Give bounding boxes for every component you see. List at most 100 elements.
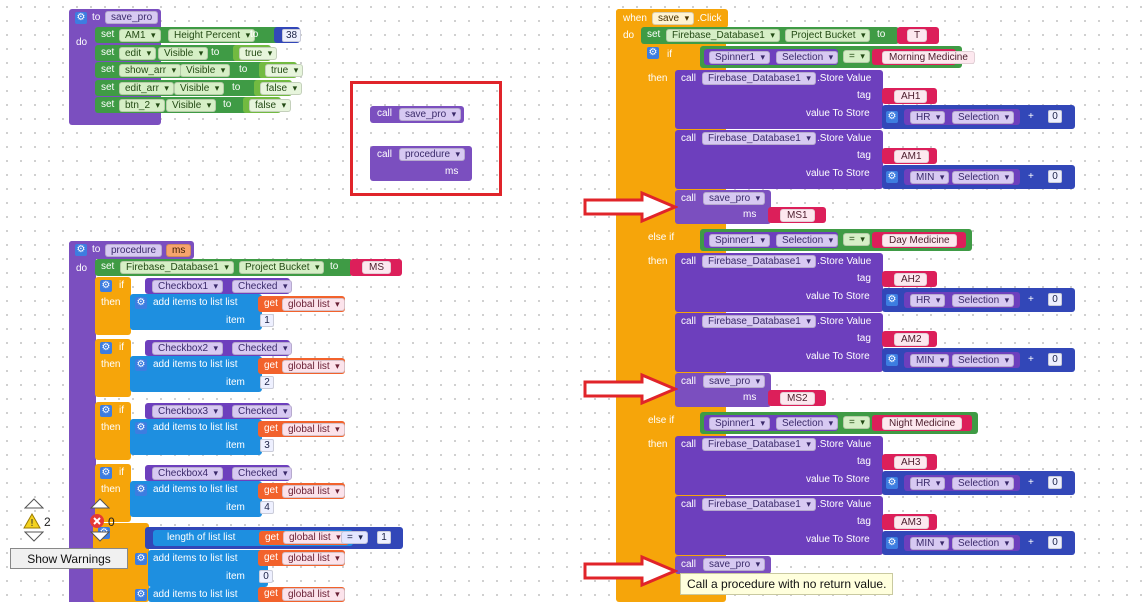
checkbox-checked-block[interactable]: Checkbox4 Checked [145,464,293,481]
text-block[interactable]: MS [350,259,402,276]
component-selector[interactable]: Firebase_Database1 [120,261,234,274]
property-selector[interactable]: Project Bucket [785,29,871,42]
gear-icon[interactable]: ⚙ [647,47,659,59]
text-value[interactable]: Morning Medicine [882,51,975,64]
component-selector[interactable]: Firebase_Database1 [702,255,816,268]
property-selector[interactable]: Selection [776,51,839,64]
text-block[interactable]: T [897,27,939,44]
call-save-pro-block[interactable]: call save_pro ms [675,373,771,407]
checkbox-checked-block[interactable]: Checkbox3 Checked [145,402,293,419]
gear-icon[interactable]: ⚙ [886,354,898,366]
param-ms[interactable]: ms [166,244,192,257]
text-block[interactable]: AH2 [882,271,937,287]
boolean-block[interactable]: true [233,44,278,61]
text-block[interactable]: MS1 [768,207,826,223]
set-property-block[interactable]: set btn_2 Visible to false [95,97,292,113]
property-selector[interactable]: Selection [952,111,1015,124]
gear-icon[interactable]: ⚙ [886,537,898,549]
component-selector[interactable]: MIN [910,537,950,550]
boolean-block[interactable]: false [254,79,303,96]
variable-selector[interactable]: global list [282,552,345,565]
text-block[interactable]: AH1 [882,88,937,104]
call-save-pro-block[interactable]: call save_pro [675,556,771,574]
gear-icon[interactable]: ⚙ [75,12,87,24]
procedure-selector[interactable]: save_pro [399,108,462,121]
gear-icon[interactable]: ⚙ [886,294,898,306]
error-down-arrow-icon[interactable] [90,530,110,542]
gear-icon[interactable]: ⚙ [135,297,147,309]
gear-icon[interactable]: ⚙ [135,421,147,434]
operator-selector[interactable]: = [341,531,368,544]
operator-selector[interactable]: = [843,233,870,246]
procedure-selector[interactable]: save_pro [703,192,766,205]
compare-block[interactable]: Spinner1 Selection = Night Medicine [700,412,978,434]
checkbox-checked-block[interactable]: Checkbox2 Checked [145,340,293,357]
text-block[interactable]: Morning Medicine [872,49,975,65]
store-value-block[interactable]: call Firebase_Database1 .Store Value tag… [675,496,883,555]
operator-selector[interactable]: = [843,50,870,63]
text-value[interactable]: AH2 [894,273,928,286]
property-selector[interactable]: Visible [174,81,225,95]
store-value-block[interactable]: call Firebase_Database1 .Store Value tag… [675,436,883,495]
number-value[interactable]: 38 [282,29,302,42]
add-items-block[interactable]: ⚙ add items to list list item 2 [130,356,274,393]
if-block[interactable]: ⚙ if then [95,277,131,335]
math-add-block[interactable]: ⚙ HR Selection + 0 [882,471,1075,495]
boolean-selector[interactable]: true [265,64,304,77]
math-add-block[interactable]: ⚙ MIN Selection + 0 [882,348,1075,372]
store-value-block[interactable]: call Firebase_Database1 .Store Value tag… [675,313,883,372]
component-selector[interactable]: Checkbox3 [152,404,224,418]
compare-block[interactable]: Spinner1 Selection = Day Medicine [700,229,972,251]
component-selector[interactable]: Checkbox2 [152,342,224,356]
gear-icon[interactable]: ⚙ [100,342,112,355]
spinner-selection-block[interactable]: MIN Selection [904,169,1020,185]
property-selector[interactable]: Checked [232,280,293,293]
math-add-block[interactable]: ⚙ HR Selection + 0 [882,105,1075,129]
spinner-selection-block[interactable]: HR Selection [904,109,1020,125]
number-value[interactable]: 0 [1048,536,1062,549]
number-value[interactable]: 3 [260,438,274,452]
text-value[interactable]: AM1 [894,150,929,163]
component-selector[interactable]: save [652,12,695,25]
text-value[interactable]: AM2 [894,333,929,346]
get-variable-block[interactable]: get global list [258,550,345,566]
procedure-selector[interactable]: procedure [399,148,466,161]
spinner-selection-block[interactable]: MIN Selection [904,352,1020,368]
add-items-block[interactable]: ⚙ add items to list list item 0 [135,550,273,587]
math-add-block[interactable]: ⚙ MIN Selection + 0 [882,531,1075,555]
gear-icon[interactable]: ⚙ [135,359,147,372]
get-variable-block[interactable]: get global list [259,531,349,545]
component-selector[interactable]: btn_2 [119,99,166,112]
component-selector[interactable]: edit_arr [119,81,174,95]
number-value[interactable]: 2 [260,376,274,390]
gear-icon[interactable]: ⚙ [100,466,112,479]
get-variable-block[interactable]: get global list [258,420,345,437]
text-value[interactable]: AM3 [894,516,929,529]
property-selector[interactable]: Height Percent [168,29,256,42]
get-variable-block[interactable]: get global list [258,587,345,602]
procedure-def-header[interactable]: ⚙ to procedure ms [69,241,194,259]
property-selector[interactable]: Checked [232,404,293,418]
spinner-selection-block[interactable]: Spinner1 Selection [704,415,839,431]
procedure-name-field[interactable]: procedure [105,244,163,257]
error-up-arrow-icon[interactable] [90,498,110,510]
set-property-block[interactable]: set show_arr Visible to true [95,62,304,78]
text-value[interactable]: AH3 [894,456,928,469]
warn-down-arrow-icon[interactable] [24,530,44,542]
variable-selector[interactable]: global list [282,588,345,601]
number-block[interactable]: 38 [274,27,302,43]
spinner-selection-block[interactable]: HR Selection [904,475,1020,491]
set-property-block[interactable]: set edit_arr Visible to false [95,79,303,96]
operator-selector[interactable]: = [843,416,870,429]
store-value-block[interactable]: call Firebase_Database1 .Store Value tag… [675,70,883,129]
text-block[interactable]: AM3 [882,514,937,530]
component-selector[interactable]: show_arr [119,64,182,77]
length-of-list-block[interactable]: length of list list get global list [153,530,353,546]
property-selector[interactable]: Selection [776,417,839,430]
gear-icon[interactable]: ⚙ [135,483,147,496]
property-selector[interactable]: Selection [952,477,1015,490]
add-items-block[interactable]: ⚙ add items to list list [135,587,268,602]
number-value[interactable]: 1 [260,314,274,327]
gear-icon[interactable]: ⚙ [135,589,147,601]
set-project-bucket-block[interactable]: set Firebase_Database1 Project Bucket to [95,259,353,276]
